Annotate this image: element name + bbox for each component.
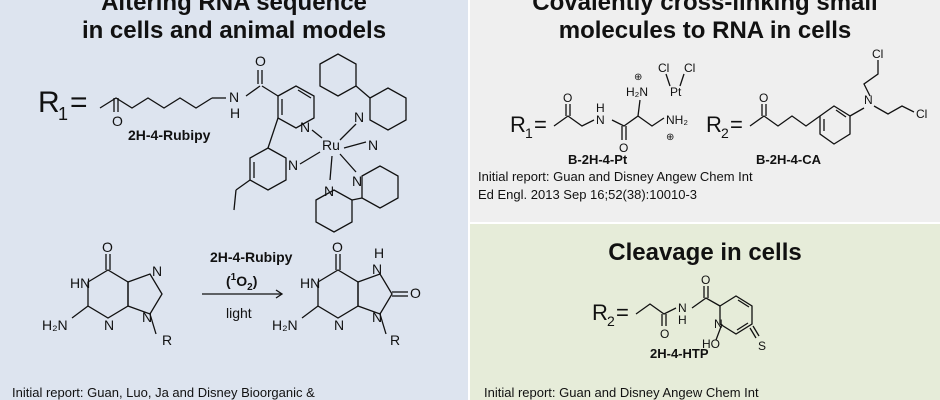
r2-subscript: 2 bbox=[607, 313, 615, 329]
compound-name-htp: 2H-4-HTP bbox=[650, 346, 709, 361]
ketone-oxygen: O bbox=[112, 113, 123, 129]
panel-title-line2: in cells and animal models bbox=[81, 17, 387, 44]
platinum-atom: Pt bbox=[670, 85, 682, 99]
r2-equals: = bbox=[616, 300, 629, 325]
singlet-oxygen-label: (1O2) bbox=[226, 272, 257, 293]
pt-plus-2: ⊕ bbox=[666, 132, 674, 143]
htp-hydroxyl: HO bbox=[702, 337, 720, 351]
pt-chloride-1: Cl bbox=[658, 61, 669, 75]
htp-thione-s: S bbox=[758, 339, 766, 353]
pt-amide-oxygen: O bbox=[619, 141, 628, 155]
guanine-n7: N bbox=[152, 263, 162, 279]
reaction-condition: light bbox=[226, 305, 252, 321]
guanine-n9: N bbox=[142, 309, 152, 325]
top-right-citation-line2: Ed Engl. 2013 Sep 16;52(38):10010-3 bbox=[478, 187, 698, 202]
r2-label: R bbox=[706, 112, 722, 137]
panel-title-line1: Covalently cross-linking small bbox=[532, 0, 878, 16]
pt-amide-n: N bbox=[596, 113, 605, 127]
bottom-right-citation: Initial report: Guan and Disney Angew Ch… bbox=[484, 385, 759, 400]
reaction-arrow bbox=[202, 289, 284, 299]
left-citation: Initial report: Guan, Luo, Ja and Disney… bbox=[12, 385, 315, 400]
pt-amide-h: H bbox=[596, 101, 605, 115]
r1-equals: = bbox=[70, 86, 88, 119]
htp-ring-n: N bbox=[714, 317, 723, 331]
oxoguanine-amine: H₂N bbox=[272, 317, 298, 333]
amide-hydrogen: H bbox=[230, 105, 240, 121]
bipyridine-ring-lower bbox=[233, 117, 287, 211]
r1-chain-bonds bbox=[99, 70, 279, 112]
htp-amide-n: N bbox=[678, 301, 687, 315]
oxoguanine-oxygen-6: O bbox=[332, 239, 343, 255]
oxoguanine-n7: N bbox=[372, 261, 382, 277]
pt-plus-1: ⊕ bbox=[634, 72, 642, 83]
ruthenium-atom: Ru bbox=[322, 137, 340, 153]
ring-nitrogen-4: N bbox=[368, 137, 378, 153]
oxoguanine-r-group: R bbox=[390, 332, 400, 348]
oxoguanine-h7: H bbox=[374, 245, 384, 261]
compound-name-ca: B-2H-4-CA bbox=[756, 152, 822, 167]
guanine-amine: H₂N bbox=[42, 317, 68, 333]
guanine-hn: HN bbox=[70, 275, 90, 291]
pt-chain-bonds bbox=[553, 73, 685, 140]
cleavage-panel: Cleavage in cells R 2 = O N H O N HO S 2… bbox=[470, 224, 940, 400]
guanine-n3: N bbox=[104, 317, 114, 333]
r1-label: R bbox=[510, 112, 526, 137]
r2-label: R bbox=[592, 300, 608, 325]
r2-equals: = bbox=[730, 112, 743, 137]
htp-ketone-oxygen: O bbox=[660, 327, 669, 341]
compound-name-rubipy: 2H-4-Rubipy bbox=[128, 127, 211, 143]
htp-bonds bbox=[635, 286, 760, 341]
oxoguanine-structure bbox=[301, 254, 408, 335]
pt-chloride-2: Cl bbox=[684, 61, 695, 75]
r1-subscript: 1 bbox=[525, 125, 533, 141]
r1-label: R bbox=[38, 86, 60, 119]
oxoguanine-n3: N bbox=[334, 317, 344, 333]
pt-ketone-oxygen: O bbox=[563, 91, 572, 105]
pt-amine-nh2: NH₂ bbox=[666, 113, 688, 127]
rubipy-structure-diagram: R 1 = O N H O 2H-4-Rubipy N bbox=[38, 53, 421, 348]
bipyridine-ligand-top bbox=[319, 53, 407, 131]
ca-chloride-1: Cl bbox=[872, 47, 883, 61]
r1-subscript: 1 bbox=[58, 104, 68, 124]
r2-subscript: 2 bbox=[721, 125, 729, 141]
htp-amide-oxygen: O bbox=[701, 273, 710, 287]
oxoguanine-oxygen-8: O bbox=[410, 285, 421, 301]
ca-nitrogen: N bbox=[864, 93, 873, 107]
ca-chain-bonds bbox=[749, 60, 915, 145]
ca-chloride-2: Cl bbox=[916, 107, 927, 121]
reaction-reagent: 2H-4-Rubipy bbox=[210, 249, 293, 265]
amide-nitrogen: N bbox=[229, 89, 239, 105]
rubipy-panel: Altering RNA sequence in cells and anima… bbox=[0, 0, 468, 400]
guanine-structure bbox=[71, 254, 163, 335]
top-right-citation-line1: Initial report: Guan and Disney Angew Ch… bbox=[478, 169, 753, 184]
ring-nitrogen-1: N bbox=[300, 119, 310, 135]
bipyridine-ligand-bottom bbox=[315, 165, 399, 233]
panel-title: Cleavage in cells bbox=[608, 239, 802, 266]
oxoguanine-hn: HN bbox=[300, 275, 320, 291]
ru-coordination-bonds bbox=[299, 123, 367, 181]
r1-equals: = bbox=[534, 112, 547, 137]
ring-nitrogen-3: N bbox=[354, 109, 364, 125]
compound-name-pt: B-2H-4-Pt bbox=[568, 152, 628, 167]
oxoguanine-n9: N bbox=[372, 309, 382, 325]
crosslink-panel: Covalently cross-linking small molecules… bbox=[470, 0, 940, 222]
panel-title-line1: Altering RNA sequence bbox=[101, 0, 367, 16]
ring-nitrogen-2: N bbox=[288, 157, 298, 173]
crosslink-structures-diagram: R 1 = O H N O H₂N ⊕ Pt Cl Cl NH₂ ⊕ B-2H-… bbox=[510, 47, 927, 167]
ca-ketone-oxygen: O bbox=[759, 91, 768, 105]
amide-oxygen: O bbox=[255, 53, 266, 69]
htp-amide-h: H bbox=[678, 313, 687, 327]
ring-nitrogen-6: N bbox=[324, 183, 334, 199]
htp-structure-diagram: R 2 = O N H O N HO S 2H-4-HTP bbox=[592, 273, 766, 361]
pt-amine-n: H₂N bbox=[626, 85, 648, 99]
ring-nitrogen-5: N bbox=[352, 173, 362, 189]
guanine-oxygen: O bbox=[102, 239, 113, 255]
panel-title-line2: molecules to RNA in cells bbox=[558, 17, 852, 44]
guanine-r-group: R bbox=[162, 332, 172, 348]
